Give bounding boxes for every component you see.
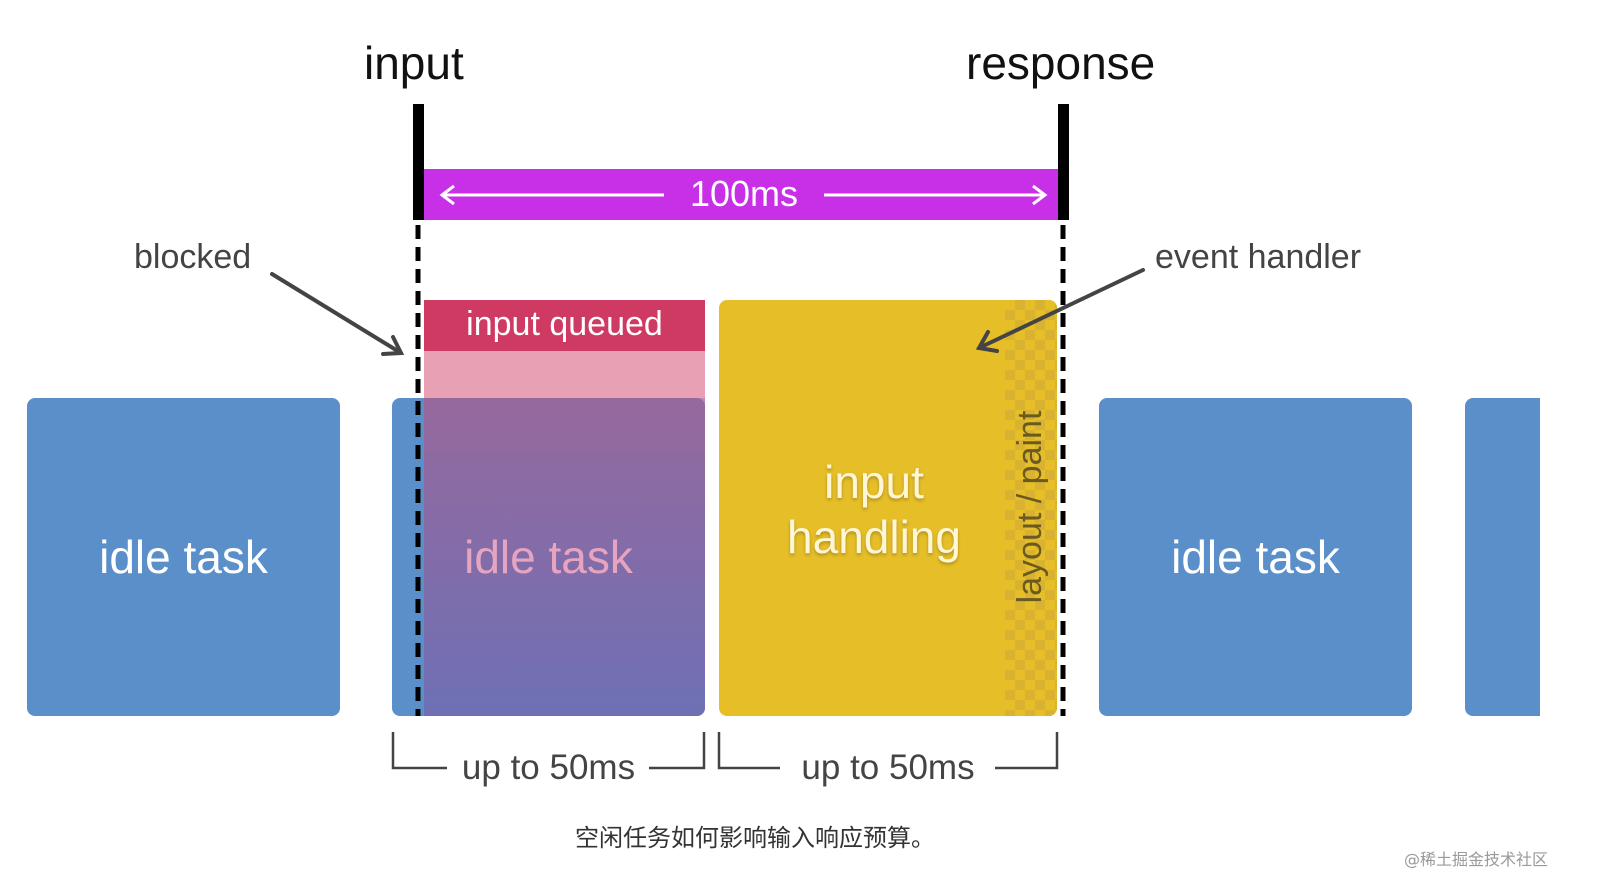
duration-arrow-left [439, 184, 664, 206]
watermark: @稀土掘金技术社区 [1404, 850, 1549, 869]
input-handling-block [719, 300, 1057, 716]
input-handling-line1: input [824, 456, 924, 508]
event-handler-arrow-icon [975, 268, 1145, 353]
bracket-2 [717, 732, 1059, 770]
input-queued-label: input queued [466, 305, 663, 343]
blocked-label: blocked [134, 238, 252, 276]
event-handler-label: event handler [1155, 238, 1362, 276]
idle-task-block-partial [1465, 398, 1540, 716]
blocked-arrow-icon [270, 272, 405, 356]
input-handling-label: input handling [719, 455, 1029, 565]
up-to-50ms-label-1: up to 50ms [461, 748, 636, 787]
up-to-50ms-label-2: up to 50ms [801, 748, 975, 787]
idle-task-block-3 [1099, 398, 1412, 716]
input-marker [413, 104, 424, 220]
response-label: response [966, 37, 1156, 89]
duration-arrow-right [824, 184, 1048, 206]
bracket-1 [391, 732, 706, 770]
idle-task-label-3: idle task [1171, 531, 1340, 583]
idle-task-label-1: idle task [99, 531, 268, 583]
response-marker [1058, 104, 1069, 220]
input-queued-overlay [424, 350, 705, 716]
layout-paint-strip [1005, 300, 1057, 716]
idle-task-label-2: idle task [464, 531, 633, 583]
input-handling-line2: handling [787, 511, 961, 564]
caption: 空闲任务如何影响输入响应预算。 [575, 824, 935, 852]
input-label: input [364, 37, 464, 89]
idle-task-block-1 [27, 398, 340, 716]
duration-label: 100ms [689, 173, 799, 214]
input-queued-bar [424, 300, 705, 351]
